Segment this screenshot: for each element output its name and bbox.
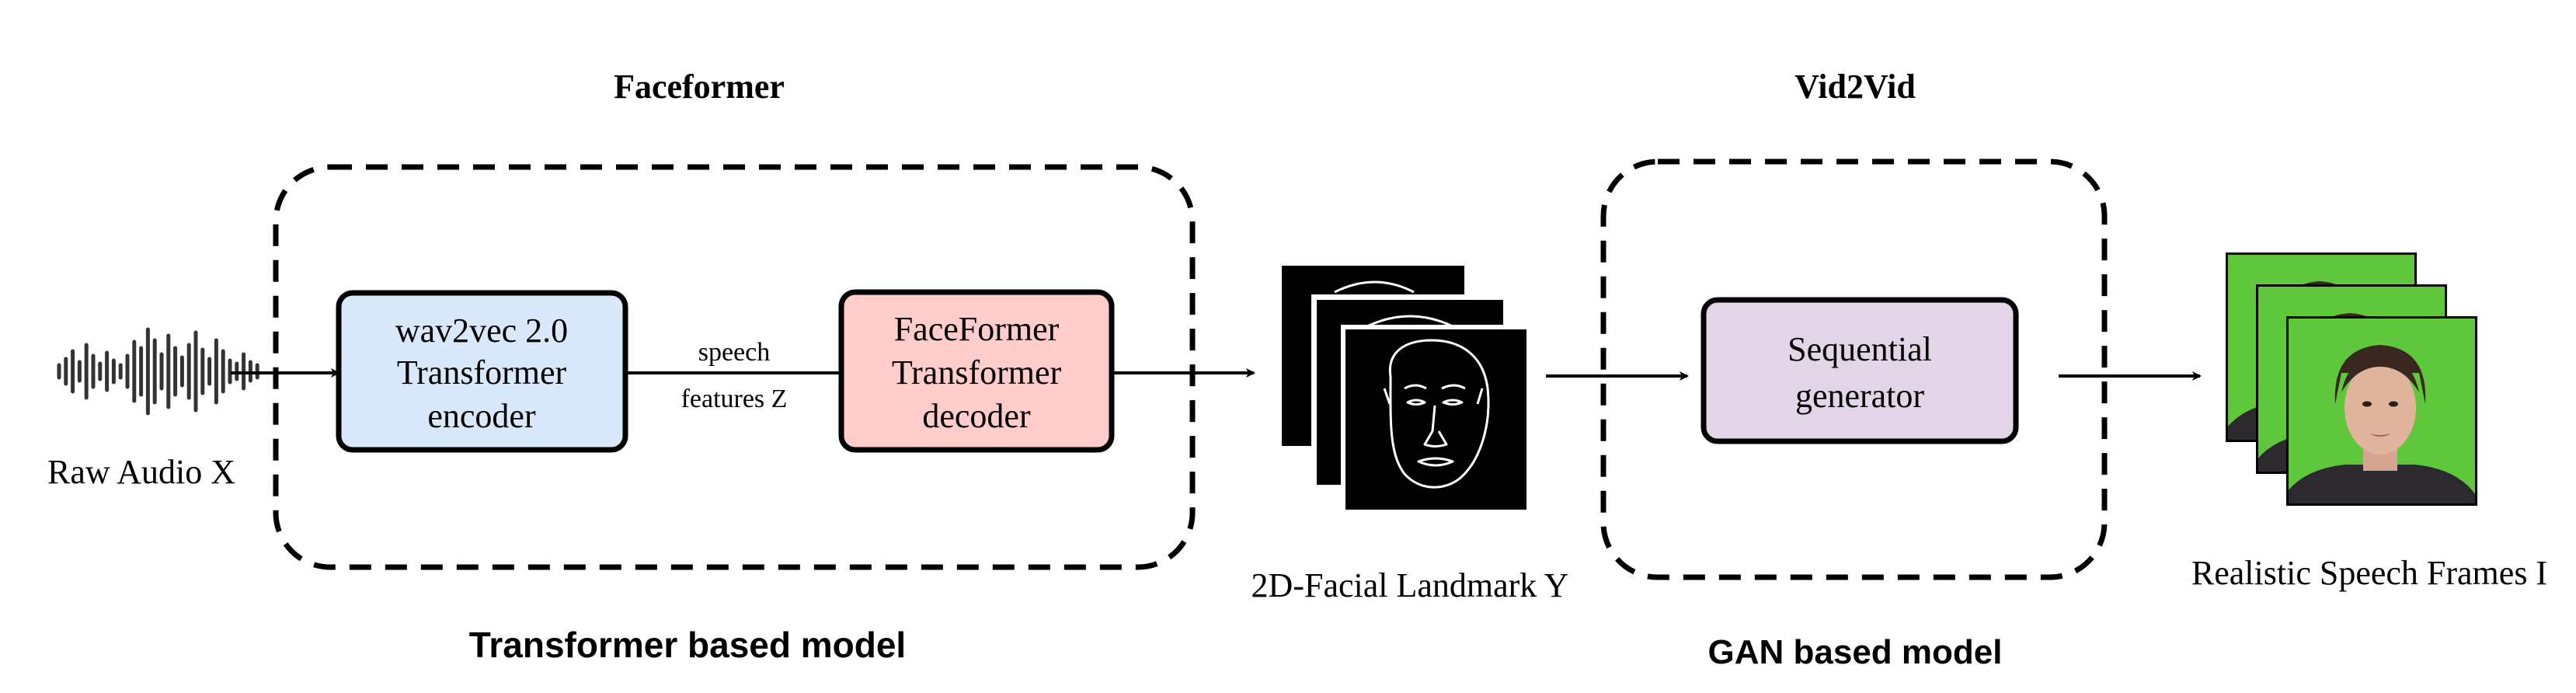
decoder-line-3: decoder [922, 397, 1031, 435]
encoder-line-3: encoder [427, 397, 536, 435]
face-landmark-drawing [1383, 339, 1490, 489]
vid2vid-dashed-container [1600, 158, 2108, 580]
faceformer-title: Faceformer [614, 68, 785, 106]
decoder-line-2: Transformer [892, 353, 1062, 392]
raw-audio-label: Raw Audio X [47, 453, 235, 491]
sequential-generator-block: Sequential generator [1701, 297, 2019, 444]
landmark-label: 2D-Facial Landmark Y [1251, 566, 1569, 604]
speech-frames-stack [2226, 252, 2477, 506]
gan-caption: GAN based model [1708, 633, 2003, 671]
faceformer-dashed-container [273, 164, 1196, 570]
generator-line-1: Sequential [1788, 330, 1932, 368]
speech-frame-3 [2286, 316, 2477, 506]
encoder-line-1: wav2vec 2.0 [395, 312, 568, 350]
audio-waveform-icon [57, 327, 259, 416]
transformer-caption: Transformer based model [469, 625, 906, 665]
features-z-label: features Z [681, 385, 788, 413]
facial-landmark-stack [1282, 266, 1531, 513]
decoder-line-1: FaceFormer [894, 310, 1060, 348]
frames-label: Realistic Speech Frames I [2191, 554, 2547, 592]
faceformer-decoder-block: FaceFormer Transformer decoder [838, 289, 1115, 453]
generator-line-2: generator [1795, 377, 1924, 415]
vid2vid-title: Vid2Vid [1794, 68, 1916, 106]
encoder-line-2: Transformer [397, 353, 567, 392]
wav2vec-encoder-block: wav2vec 2.0 Transformer encoder [336, 290, 628, 453]
speech-label: speech [698, 338, 771, 367]
